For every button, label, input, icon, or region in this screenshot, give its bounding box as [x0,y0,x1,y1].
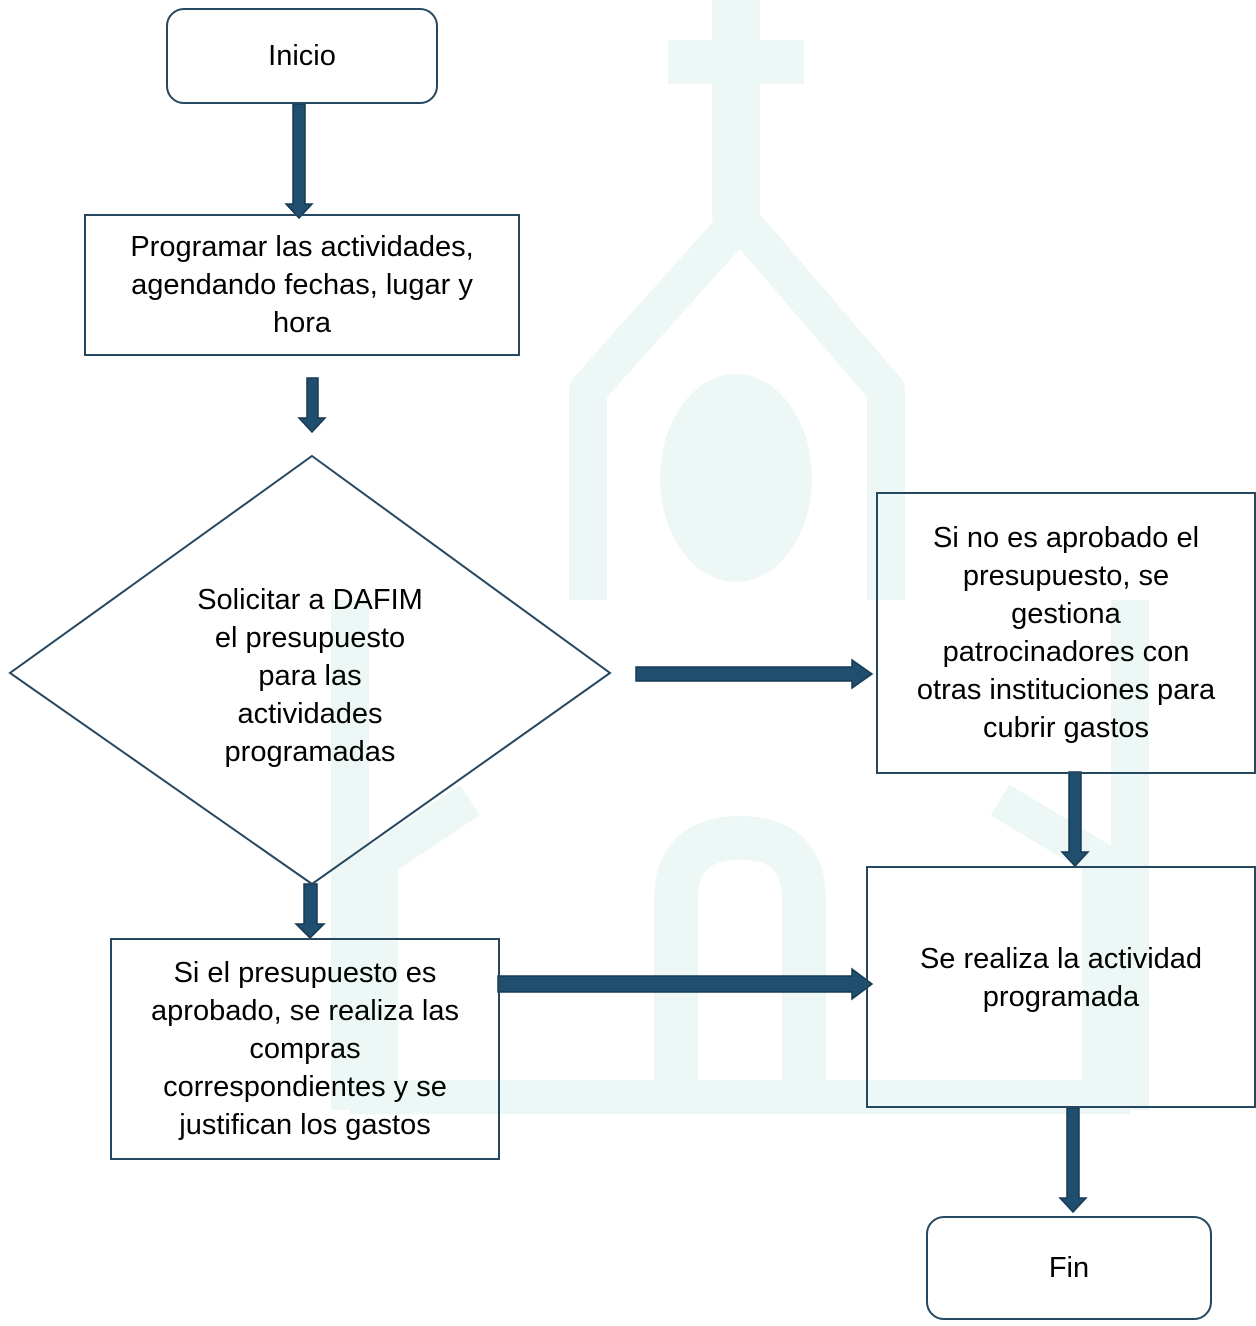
decision-label: Solicitar a DAFIM el presupuesto para la… [197,584,423,768]
start-label: Inicio [268,40,336,72]
end-label: Fin [1048,1252,1090,1284]
not-approved-label: Si no es aprobado el presupuesto, se ges… [916,522,1216,744]
perform-activity-box: Se realiza la actividad programada [866,866,1256,1108]
approved-box: Si el presupuesto es aprobado, se realiz… [110,938,500,1160]
arrow-decision-to-not-approved [635,658,874,690]
program-activities-box: Programar las actividades, agendando fec… [84,214,520,356]
end-node: Fin [926,1216,1212,1320]
arrow-not-approved-to-perform [1060,771,1090,868]
not-approved-box: Si no es aprobado el presupuesto, se ges… [876,492,1256,774]
arrow-perform-to-end [1058,1107,1088,1214]
arrow-start-to-program [284,103,314,220]
arrow-program-to-decision [297,377,327,434]
start-node: Inicio [166,8,438,104]
program-activities-label: Programar las actividades, agendando fec… [130,231,474,339]
arrow-decision-to-approved [294,883,326,940]
perform-activity-label: Se realiza la actividad programada [919,943,1203,1013]
arrow-approved-to-perform [497,967,874,1001]
approved-label: Si el presupuesto es aprobado, se realiz… [151,957,459,1141]
decision-diamond [8,454,612,886]
